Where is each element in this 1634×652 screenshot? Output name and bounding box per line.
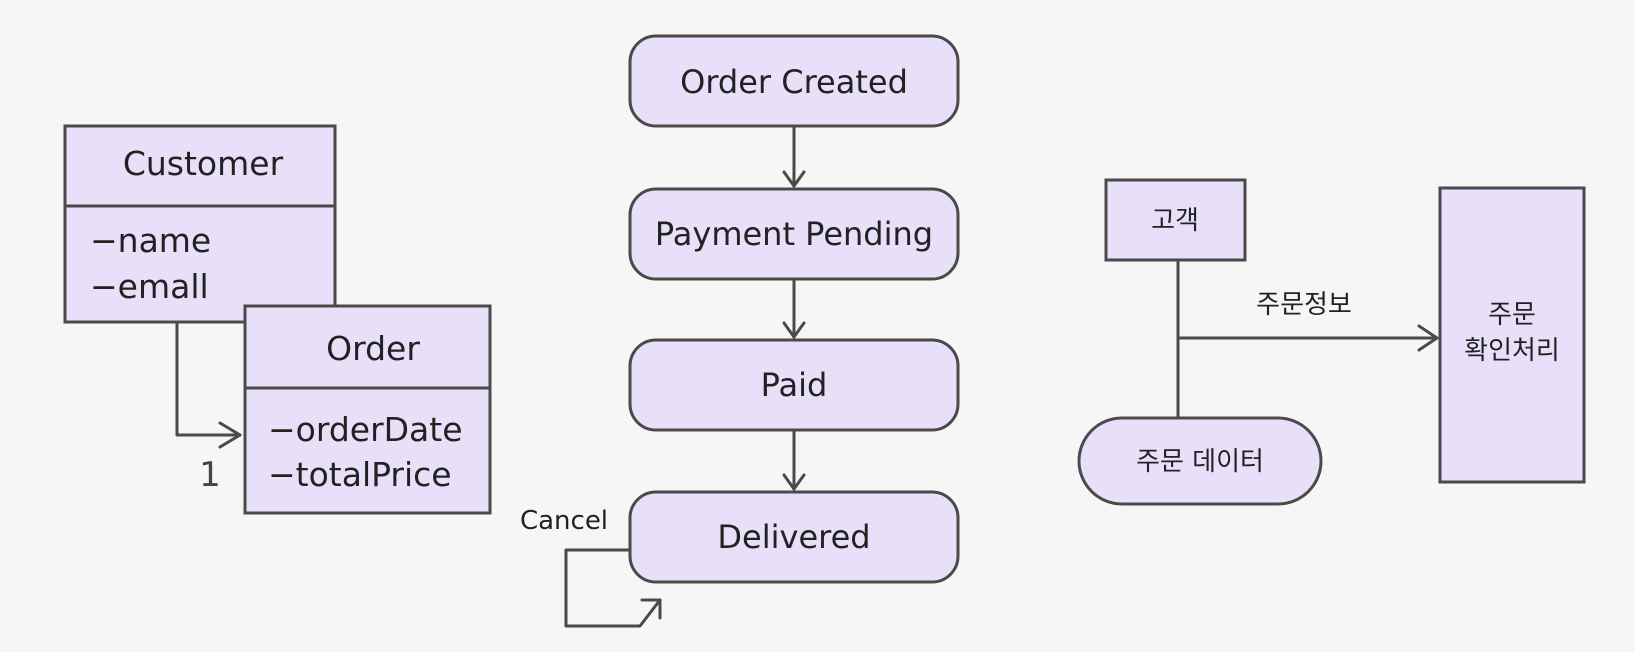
state-paid-label: Paid bbox=[761, 366, 828, 404]
class-customer-box bbox=[63, 124, 337, 324]
transition-arrowhead-1 bbox=[782, 170, 806, 188]
class-order-title: Order bbox=[326, 329, 420, 368]
dfd-external-entity-label: 고객 bbox=[1151, 206, 1199, 236]
state-paid: Paid bbox=[628, 338, 960, 432]
class-customer-attr-2: −emall bbox=[90, 267, 209, 306]
class-customer: Customer −name −emall bbox=[63, 124, 337, 324]
association-arrowhead bbox=[218, 421, 242, 449]
dfd-flow-order-info: 주문정보 bbox=[1176, 290, 1439, 352]
dfd-process: 주문 확인처리 bbox=[1438, 186, 1586, 484]
association-edge: 1 bbox=[175, 321, 242, 495]
dfd-external-entity-box bbox=[1104, 178, 1247, 262]
state-order-created-label: Order Created bbox=[680, 63, 908, 101]
dfd-data-store-box bbox=[1077, 416, 1323, 506]
state-delivered-box bbox=[628, 490, 960, 584]
dfd-data-store: 주문 데이터 bbox=[1077, 416, 1323, 506]
state-payment-pending-label: Payment Pending bbox=[655, 215, 933, 253]
association-line bbox=[175, 321, 242, 437]
transition-arrowhead-2 bbox=[782, 321, 806, 339]
class-order-box bbox=[243, 304, 492, 515]
association-multiplicity: 1 bbox=[199, 455, 221, 495]
class-customer-attr-1: −name bbox=[90, 221, 211, 260]
self-loop-label: Cancel bbox=[520, 506, 608, 536]
dfd-process-box bbox=[1438, 186, 1586, 484]
state-order-created: Order Created bbox=[628, 34, 960, 128]
self-loop-cancel: Cancel bbox=[520, 506, 662, 628]
class-order-attr-2: −totalPrice bbox=[268, 455, 452, 494]
state-delivered: Delivered bbox=[628, 490, 960, 584]
transition-paid-to-delivered bbox=[782, 429, 806, 491]
state-payment-pending: Payment Pending bbox=[628, 187, 960, 281]
dfd-external-entity: 고객 bbox=[1104, 178, 1247, 262]
class-order: Order −orderDate −totalPrice bbox=[243, 304, 492, 515]
self-loop-arrowhead bbox=[640, 598, 662, 620]
dfd-process-label-line-1: 주문 bbox=[1488, 300, 1536, 330]
class-order-attr-1: −orderDate bbox=[268, 410, 463, 449]
transition-pending-to-paid bbox=[782, 278, 806, 339]
dfd-process-label-line-2: 확인처리 bbox=[1464, 336, 1560, 366]
class-customer-title: Customer bbox=[123, 144, 284, 183]
dfd-flow-label: 주문정보 bbox=[1256, 290, 1352, 320]
transition-created-to-pending bbox=[782, 125, 806, 188]
dfd-flow-arrowhead bbox=[1417, 324, 1439, 352]
transition-arrowhead-3 bbox=[782, 473, 806, 491]
dfd-data-store-label: 주문 데이터 bbox=[1136, 447, 1264, 477]
state-delivered-label: Delivered bbox=[717, 518, 870, 556]
self-loop-line bbox=[564, 548, 662, 628]
